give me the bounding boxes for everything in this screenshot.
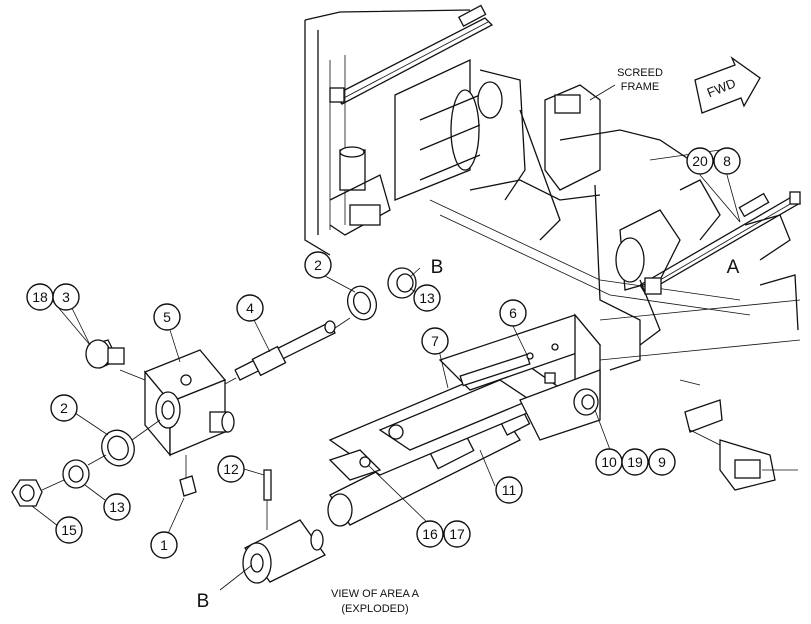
callout-10: 10 [595,448,623,476]
svg-text:17: 17 [449,526,465,542]
svg-text:1: 1 [160,537,168,553]
callout-13-top: 13 [413,284,441,312]
svg-text:9: 9 [658,454,666,470]
callout-20: 20 [686,147,714,175]
callout-18: 18 [26,283,54,311]
view-caption-line2: (EXPLODED) [341,603,408,615]
svg-text:12: 12 [223,461,239,477]
view-caption-line1: VIEW OF AREA A [331,588,420,600]
callout-9: 9 [648,448,676,476]
svg-text:7: 7 [431,333,439,349]
callout-1: 1 [150,531,178,559]
callout-5: 5 [153,303,181,331]
callout-8: 8 [713,147,741,175]
screed-frame-label-line2: FRAME [621,81,660,93]
callout-6: 6 [499,299,527,327]
screed-frame-label-line1: SCREED [617,67,663,79]
callout-16: 16 [416,520,444,548]
svg-text:3: 3 [62,289,70,305]
callout-2-left: 2 [50,394,78,422]
callout-4: 4 [236,294,264,322]
svg-text:6: 6 [509,305,517,321]
callout-15: 15 [55,516,83,544]
svg-text:18: 18 [32,289,48,305]
callout-13-left: 13 [103,493,131,521]
callout-11: 11 [495,476,523,504]
svg-text:8: 8 [723,153,731,169]
callout-17: 17 [443,520,471,548]
callout-3: 3 [52,283,80,311]
svg-text:20: 20 [692,153,708,169]
svg-text:2: 2 [60,400,68,416]
svg-text:13: 13 [419,290,435,306]
svg-text:5: 5 [163,309,171,325]
svg-text:13: 13 [109,499,125,515]
svg-text:2: 2 [314,257,322,273]
forward-arrow: FWD [694,56,761,114]
callout-19: 19 [621,448,649,476]
callout-12: 12 [217,455,245,483]
svg-text:16: 16 [422,526,438,542]
exploded-parts [11,267,602,591]
callout-b-bottom: B [197,591,210,612]
svg-text:15: 15 [61,522,77,538]
area-a-label: A [727,257,740,278]
callout-7: 7 [421,327,449,355]
screed-frame-assembly [304,4,801,491]
callout-2-top: 2 [304,251,332,279]
svg-text:19: 19 [627,454,643,470]
svg-text:4: 4 [246,300,254,316]
svg-text:10: 10 [601,454,617,470]
svg-text:11: 11 [502,482,517,498]
callout-b-top: B [431,257,444,278]
